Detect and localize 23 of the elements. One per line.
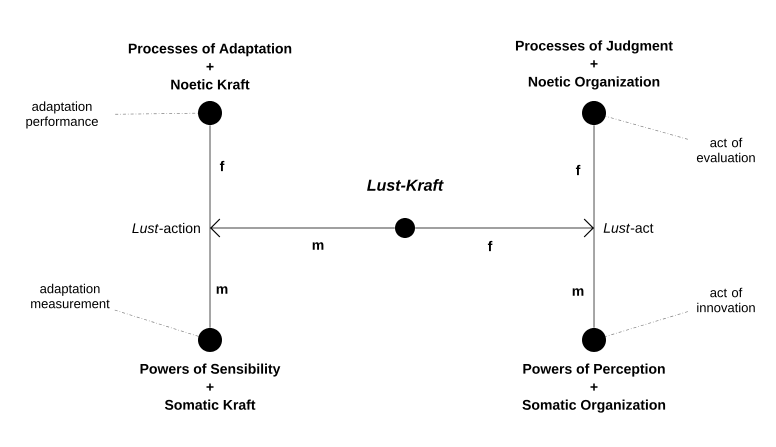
annotation: adaptation measurement bbox=[31, 284, 110, 308]
edge-label: m bbox=[572, 288, 584, 296]
heading: Powers of Perception + Somatic Organization bbox=[522, 364, 666, 413]
edge-label: f bbox=[220, 160, 224, 172]
annotation: act of innovation bbox=[697, 288, 755, 312]
heading: Processes of Adaptation + Noetic Kraft bbox=[128, 43, 292, 90]
edge-label: f bbox=[576, 164, 580, 176]
label: Lust-action bbox=[132, 222, 200, 234]
line bbox=[414, 218, 594, 238]
annotation: adaptation performance bbox=[26, 101, 98, 129]
leader-line bbox=[114, 112, 198, 115]
line bbox=[210, 218, 396, 238]
edge-label: m bbox=[216, 286, 228, 294]
heading: Lust-Kraft bbox=[367, 179, 444, 191]
edge-label: m bbox=[312, 242, 324, 250]
heading: Processes of Judgment + Noetic Organization bbox=[516, 40, 673, 90]
leader-line bbox=[605, 311, 688, 337]
leader-line bbox=[114, 310, 199, 337]
annotation: act of evaluation bbox=[696, 138, 755, 162]
edge-label: f bbox=[488, 240, 492, 252]
heading: Powers of Sensibility + Somatic Kraft bbox=[140, 364, 280, 410]
label: Lust-act bbox=[604, 223, 654, 233]
leader-line bbox=[605, 116, 688, 140]
